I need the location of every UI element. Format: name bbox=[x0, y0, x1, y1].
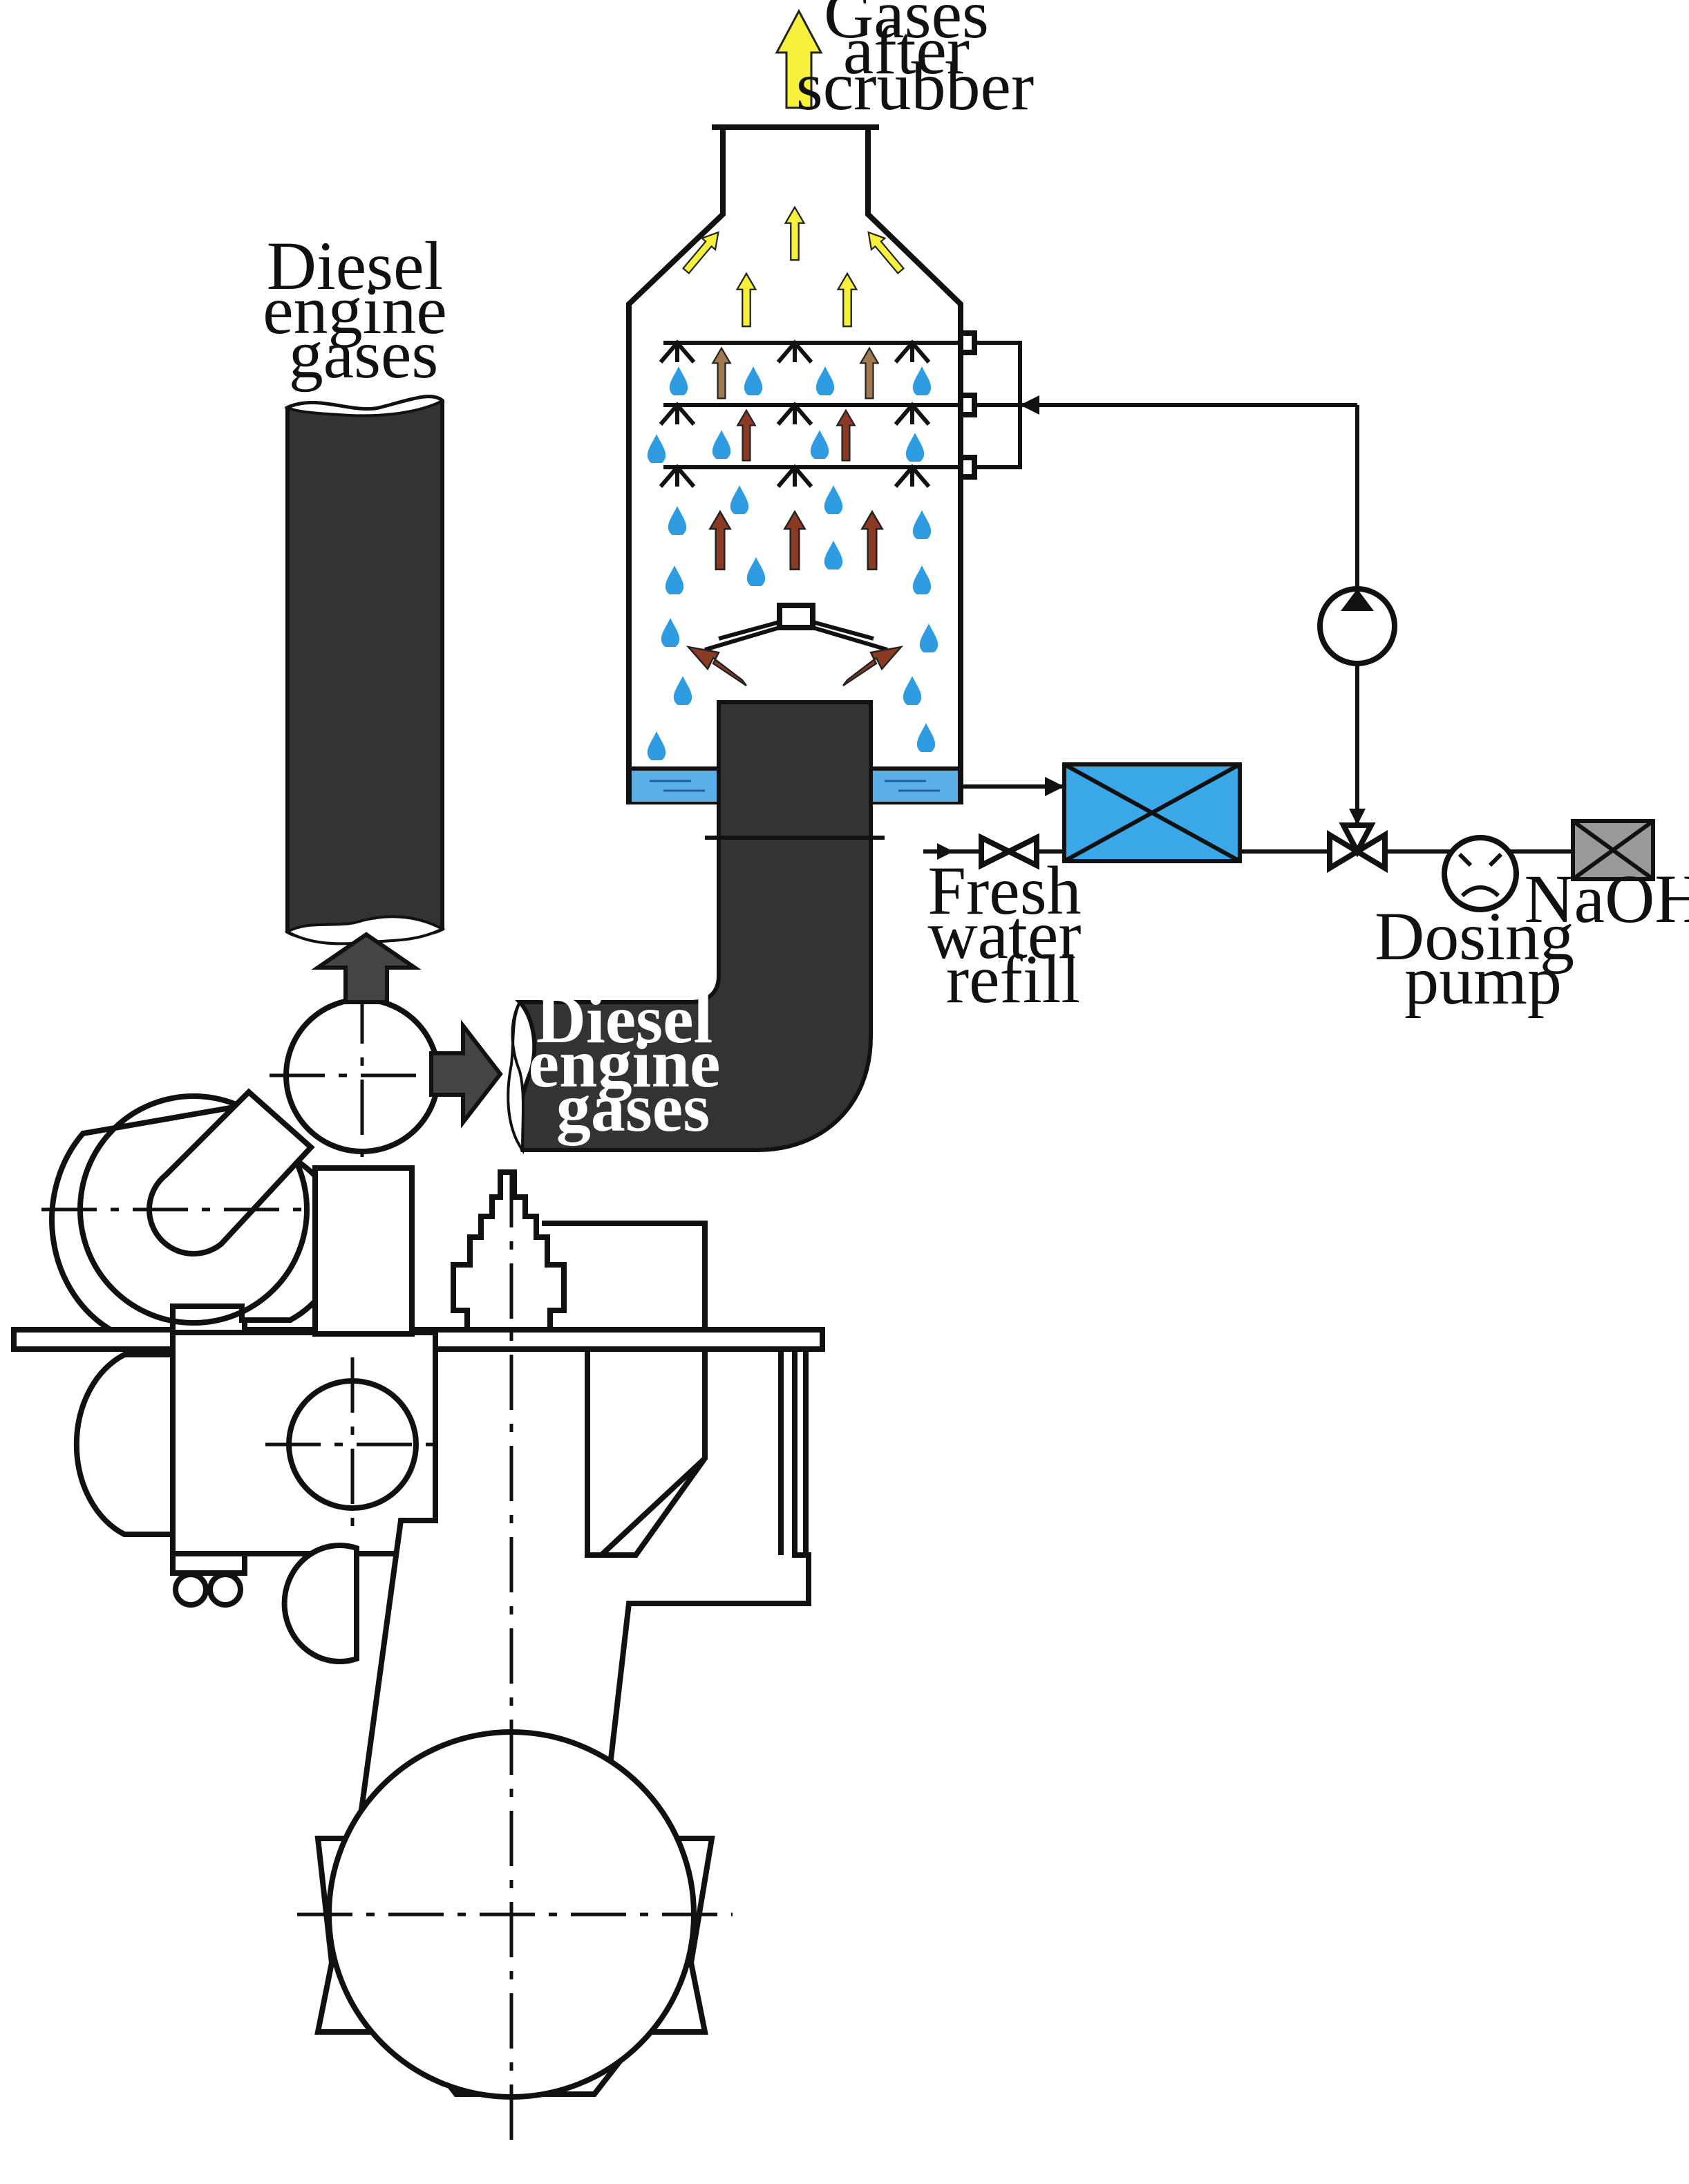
label-diesel-engine-gases-duct: Diesel engine gases bbox=[529, 981, 738, 1146]
label-line: Dosing bbox=[1375, 898, 1574, 975]
exhaust-up-arrow-icon bbox=[311, 932, 422, 1004]
label-line: after bbox=[843, 12, 970, 88]
exhaust-right-arrow-icon bbox=[429, 1019, 503, 1129]
circulation-pump-icon bbox=[1317, 586, 1397, 666]
label-line: scrubber bbox=[796, 48, 1034, 124]
label-line: engine bbox=[263, 272, 447, 348]
label-line: pump bbox=[1404, 942, 1562, 1019]
label-line: Diesel bbox=[267, 227, 443, 304]
label-line: Gases bbox=[824, 0, 989, 53]
label-diesel-engine-gases-top: Diesel engine gases bbox=[263, 227, 464, 393]
gate-valve-icon bbox=[979, 833, 1039, 870]
exhaust-stack-left bbox=[284, 395, 446, 945]
three-way-valve-icon bbox=[1327, 822, 1388, 874]
diesel-engine bbox=[11, 988, 825, 2149]
label-gases-after-scrubber: Gases after scrubber bbox=[796, 0, 1034, 124]
label-line: gases bbox=[556, 1069, 710, 1146]
label-naoh: NaOH bbox=[1524, 860, 1689, 937]
spray-nozzle-icon bbox=[659, 339, 931, 488]
dirty-gas-arrows bbox=[686, 347, 904, 686]
exhaust-duct-to-scrubber bbox=[507, 700, 885, 1155]
label-dosing-pump: Dosing pump bbox=[1375, 898, 1592, 1019]
process-tank bbox=[1062, 762, 1242, 863]
label-line: Fresh bbox=[927, 852, 1081, 929]
label-line: Diesel bbox=[536, 981, 713, 1057]
label-fresh-water-refill: Fresh water refill bbox=[927, 852, 1098, 1017]
outlet-up-arrow-icon bbox=[775, 8, 823, 109]
naoh-tank bbox=[1571, 819, 1655, 881]
label-line: engine bbox=[529, 1025, 721, 1102]
label-line: refill bbox=[946, 941, 1080, 1017]
water-circuit bbox=[923, 395, 1655, 912]
dosing-pump-icon bbox=[1442, 835, 1519, 912]
label-line: gases bbox=[289, 316, 439, 393]
label-line: water bbox=[927, 896, 1081, 973]
